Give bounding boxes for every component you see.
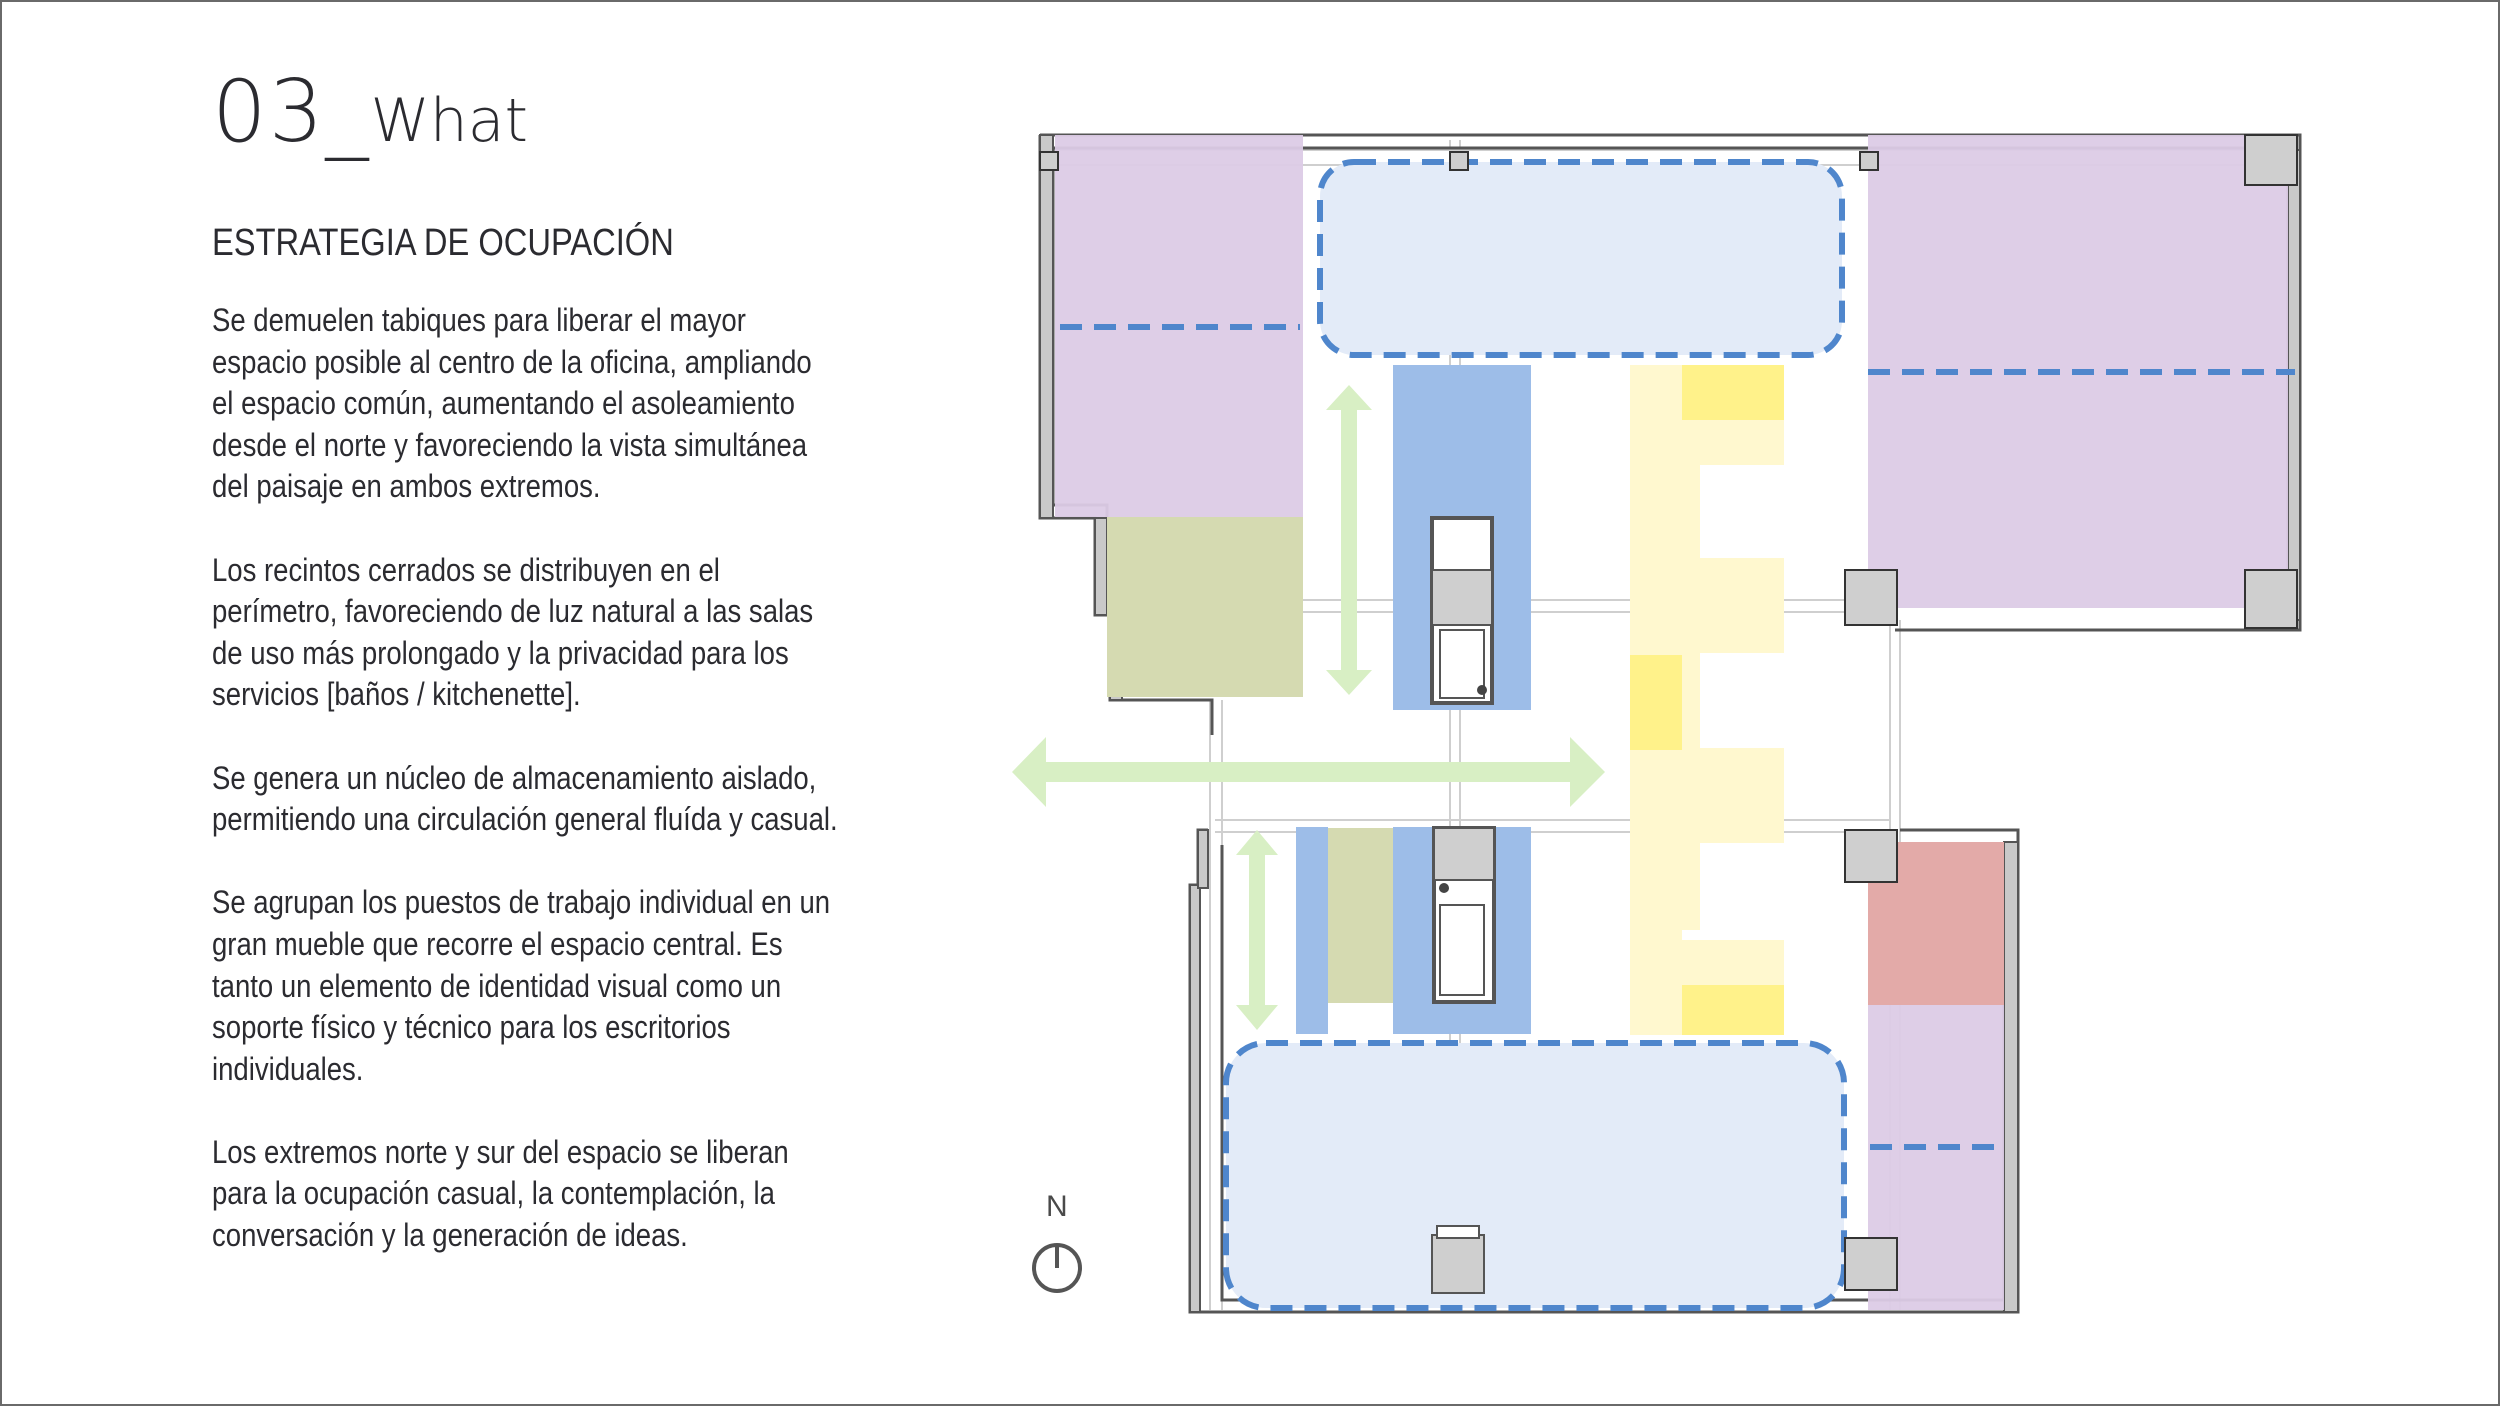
title-number: 03 — [212, 62, 326, 162]
north-compass-icon — [1032, 1243, 1082, 1293]
paragraph-storage-core: Se genera un núcleo de almacenamiento ai… — [212, 759, 838, 838]
structural-columns — [1039, 134, 2298, 1291]
paragraph-enclosed-rooms: Los recintos cerrados se distribuyen en … — [212, 551, 814, 713]
arrow-north-south-lower — [1236, 830, 1278, 1030]
paragraph-workstations: Se agrupan los puestos de trabajo indivi… — [212, 884, 831, 1087]
circulation-arrows — [1012, 385, 1605, 1030]
service-core-details — [1431, 569, 1495, 1294]
section-heading: ESTRATEGIA DE OCUPACIÓN — [212, 222, 674, 264]
title-separator: _ — [325, 62, 369, 162]
blue-band-southwest — [1296, 827, 1328, 1034]
page-title: 03_What — [212, 62, 528, 172]
plan-wall-fills — [1039, 134, 2301, 1313]
arrow-east-west — [1012, 737, 1605, 807]
description-text: Se demuelen tabiques para liberar el may… — [212, 300, 866, 1298]
paragraph-demolition: Se demuelen tabiques para liberar el may… — [212, 302, 812, 505]
green-zone-west — [1107, 517, 1303, 697]
open-zone-north — [1317, 159, 1845, 358]
open-zone-south — [1223, 1040, 1847, 1311]
yellow-furniture — [1630, 365, 1784, 1035]
paragraph-north-south: Los extremos norte y sur del espacio se … — [212, 1133, 789, 1254]
open-zones — [1223, 159, 1847, 1311]
title-word: What — [370, 86, 529, 156]
north-label: N — [1046, 1190, 1068, 1223]
zone-dividers — [1060, 324, 2295, 1150]
arrow-north-south-upper — [1326, 385, 1372, 695]
